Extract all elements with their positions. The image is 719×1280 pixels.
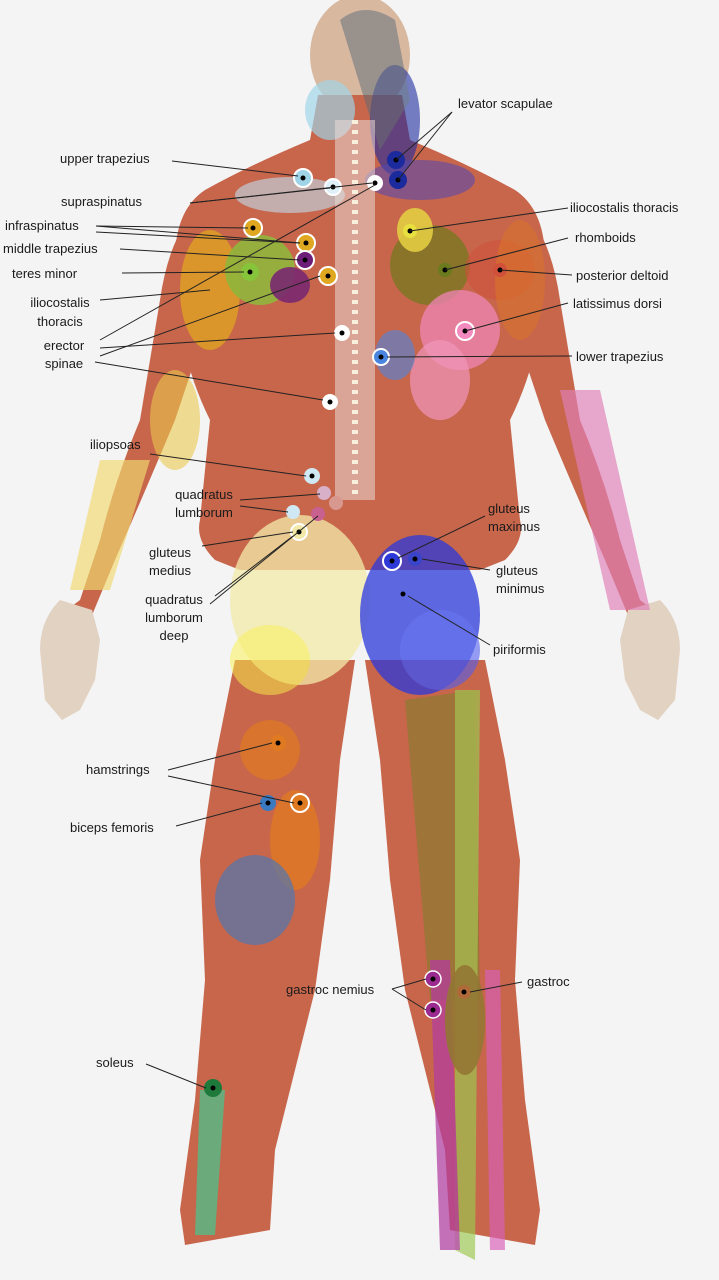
label-upper-trapezius: upper trapezius [60,151,150,166]
trigger-point-quadratus-lumborum-2 [286,505,325,521]
label-iliocostalis-thoracis-left-line2: thoracis [37,314,83,329]
label-biceps-femoris: biceps femoris [70,820,154,835]
label-latissimus-dorsi: latissimus dorsi [573,296,662,311]
label-supraspinatus: supraspinatus [61,194,142,209]
label-piriformis: piriformis [493,642,546,657]
label-rhomboids: rhomboids [575,230,636,245]
label-gluteus-maximus-line1: gluteus [488,501,530,516]
trigger-point-gluteus-minimus [408,552,422,566]
label-hamstrings: hamstrings [86,762,150,777]
trigger-point-erector-spinae-2 [322,394,338,410]
label-iliopsoas: iliopsoas [90,437,141,452]
trigger-point-quadratus-lumborum [317,486,343,510]
trigger-point-hamstrings-2 [290,793,310,813]
label-gluteus-medius-line2: medius [149,563,191,578]
trigger-points [204,151,507,1097]
trigger-point-gastroc-nemius-2 [424,1001,442,1019]
label-lower-trapezius: lower trapezius [576,349,664,364]
label-ql-deep-line1: quadratus [145,592,203,607]
label-iliocostalis-thoracis-left-line1: iliocostalis [30,295,90,310]
trigger-point-gastroc [457,985,471,999]
label-ql-deep-line2: lumborum [145,610,203,625]
referral-zones [70,10,650,1260]
leader-lines [94,111,573,1089]
label-middle-trapezius: middle trapezius [3,241,98,256]
label-ql-deep-line3: deep [159,628,189,643]
trigger-point-lower-trapezius [372,348,390,366]
label-gluteus-medius-line1: gluteus [149,545,191,560]
label-soleus: soleus [96,1055,134,1070]
trigger-point-piriformis [400,591,406,597]
trigger-point-biceps-femoris [260,795,276,811]
label-teres-minor: teres minor [12,266,78,281]
label-erector-spinae-line1: erector [43,338,85,353]
label-quadratus-lumborum-line2: lumborum [175,505,233,520]
label-gluteus-minimus-line2: minimus [496,581,545,596]
label-gastroc: gastroc [527,974,570,989]
trigger-point-hamstrings [270,735,286,751]
trigger-point-infraspinatus-2 [318,266,338,286]
trigger-point-middle-trapezius-2 [295,250,315,270]
trigger-point-teres-minor [241,263,259,281]
label-levator-scapulae: levator scapulae [458,96,553,111]
label-gastroc-nemius: gastroc nemius [286,982,375,997]
label-gluteus-minimus-line1: gluteus [496,563,538,578]
label-infraspinatus: infraspinatus [5,218,79,233]
trigger-point-soleus [204,1079,222,1097]
label-iliocostalis-thoracis-right: iliocostalis thoracis [570,200,679,215]
label-quadratus-lumborum-line1: quadratus [175,487,233,502]
label-posterior-deltoid: posterior deltoid [576,268,669,283]
trigger-point-iliopsoas [304,468,320,484]
trigger-point-erector-spinae-1 [334,325,350,341]
trigger-point-gastroc-nemius-1 [424,970,442,988]
label-erector-spinae-line2: spinae [44,356,84,371]
trigger-point-gluteus-maximus [382,551,402,571]
trigger-point-upper-trapezius [293,168,313,188]
label-gluteus-maximus-line2: maximus [488,519,541,534]
